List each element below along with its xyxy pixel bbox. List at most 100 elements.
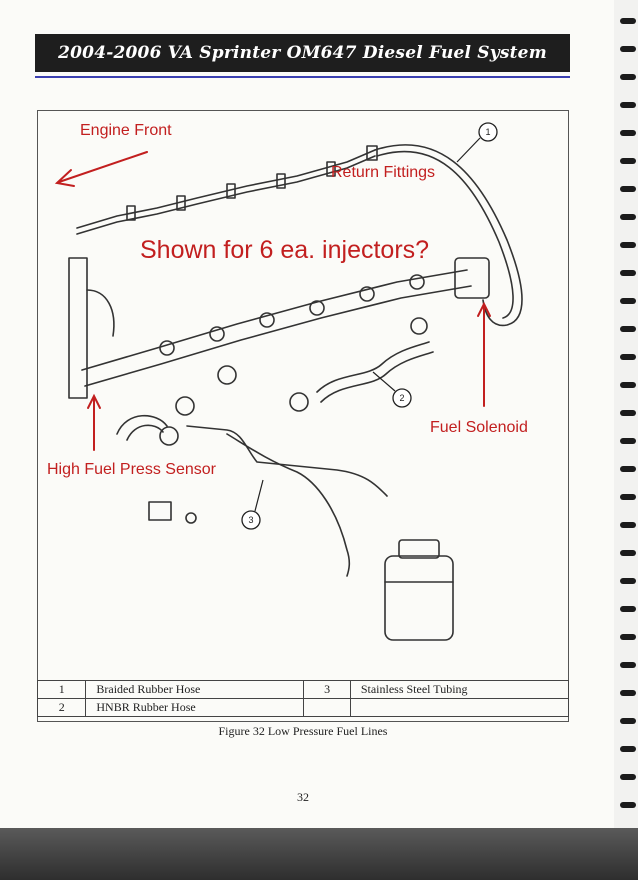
callout-2-label: 2 bbox=[399, 393, 404, 403]
injector-port bbox=[259, 312, 275, 328]
callout-2-leader bbox=[372, 371, 396, 392]
hose-clamp bbox=[175, 396, 195, 416]
sensor-pipe bbox=[86, 289, 115, 337]
hose-clamp bbox=[410, 317, 428, 335]
callout-1-leader bbox=[456, 137, 481, 163]
binding-coil bbox=[620, 466, 636, 472]
legend-number: 3 bbox=[303, 680, 351, 699]
callout-3-circle bbox=[241, 510, 261, 530]
braided-hose-1-edge bbox=[376, 150, 514, 319]
return-fitting bbox=[276, 173, 286, 189]
injector-port bbox=[309, 300, 325, 316]
fuel-solenoid-label: Fuel Solenoid bbox=[430, 419, 528, 436]
binding-coil bbox=[620, 662, 636, 668]
return-fitting bbox=[326, 161, 336, 177]
callout-1-label: 1 bbox=[485, 127, 490, 137]
binding-coil bbox=[620, 74, 636, 80]
binding-coil bbox=[620, 186, 636, 192]
page-header-title: 2004-2006 VA Sprinter OM647 Diesel Fuel … bbox=[35, 34, 570, 72]
solenoid-arrowhead bbox=[477, 301, 491, 317]
binding-coil bbox=[620, 634, 636, 640]
callout-3-label: 3 bbox=[248, 515, 253, 525]
return-fitting bbox=[366, 145, 378, 161]
injector-port bbox=[209, 326, 225, 342]
high-fuel-press-sensor-label: High Fuel Press Sensor bbox=[47, 461, 216, 478]
fuel-rail bbox=[81, 269, 468, 371]
binding-coil bbox=[620, 242, 636, 248]
binding-coil bbox=[620, 746, 636, 752]
hose-clamp bbox=[159, 426, 179, 446]
hnbr-hose-2 bbox=[316, 341, 430, 393]
binding-coil bbox=[620, 690, 636, 696]
callout-3-leader bbox=[254, 479, 264, 512]
binding-coil bbox=[620, 438, 636, 444]
legend-label: HNBR Rubber Hose bbox=[85, 698, 305, 717]
pressure-sensor-body bbox=[68, 257, 88, 399]
callout-2-circle bbox=[392, 388, 412, 408]
binding-coil bbox=[620, 522, 636, 528]
binding-coil bbox=[620, 298, 636, 304]
scanner-background bbox=[0, 828, 638, 880]
binding-coil bbox=[620, 382, 636, 388]
figure-frame bbox=[37, 110, 569, 722]
binding-coil bbox=[620, 102, 636, 108]
binding-coil bbox=[620, 130, 636, 136]
hose-clamp bbox=[289, 392, 309, 412]
engine-front-arrowhead bbox=[54, 169, 75, 187]
stainless-tube-3-branch bbox=[226, 433, 351, 577]
legend-label: Stainless Steel Tubing bbox=[349, 680, 570, 699]
return-line-edge bbox=[76, 155, 376, 235]
hnbr-hose-2-edge bbox=[320, 351, 434, 403]
binding-coil bbox=[620, 410, 636, 416]
return-line bbox=[76, 149, 376, 229]
fuel-rail-edge bbox=[84, 285, 472, 387]
binding-coil bbox=[620, 46, 636, 52]
return-fitting bbox=[176, 195, 186, 211]
fuel-filter bbox=[384, 555, 454, 641]
binding-coil bbox=[620, 270, 636, 276]
return-fitting bbox=[126, 205, 136, 221]
return-fitting bbox=[226, 183, 236, 199]
fuel-solenoid-body bbox=[454, 257, 490, 299]
header-rule bbox=[35, 76, 570, 78]
stainless-tube-3 bbox=[186, 425, 388, 497]
binding-coil bbox=[620, 550, 636, 556]
hose-clamp bbox=[217, 365, 237, 385]
injector-port bbox=[359, 286, 375, 302]
binding-coil bbox=[620, 718, 636, 724]
binding-coil bbox=[620, 326, 636, 332]
short-hose-edge bbox=[126, 424, 164, 441]
binding-coil bbox=[620, 606, 636, 612]
binding-coil bbox=[620, 802, 636, 808]
binding-coil bbox=[620, 354, 636, 360]
return-fittings-label: Return Fittings bbox=[331, 164, 436, 181]
legend-number: 2 bbox=[36, 698, 87, 717]
binding-coil bbox=[620, 494, 636, 500]
legend-label bbox=[349, 698, 570, 717]
legend-number: 1 bbox=[36, 680, 87, 699]
injector-port bbox=[409, 274, 425, 290]
parts-legend-table: 1 Braided Rubber Hose 3 Stainless Steel … bbox=[36, 680, 570, 717]
binding-coil bbox=[620, 18, 636, 24]
callout-1-circle bbox=[478, 122, 498, 142]
injector-port bbox=[159, 340, 175, 356]
shown-for-injectors-label: Shown for 6 ea. injectors? bbox=[140, 236, 430, 264]
legend-number bbox=[303, 698, 351, 717]
fuel-line-diagram: 1 2 3 bbox=[54, 122, 523, 641]
braided-hose-1 bbox=[374, 144, 523, 327]
engine-front-label: Engine Front bbox=[80, 122, 172, 139]
engine-front-arrow bbox=[58, 151, 148, 183]
short-hose bbox=[116, 414, 168, 435]
binding-coil bbox=[620, 214, 636, 220]
legend-row: 2 HNBR Rubber Hose bbox=[36, 698, 570, 717]
bolt bbox=[185, 512, 197, 524]
spiral-binding bbox=[614, 0, 638, 828]
legend-label: Braided Rubber Hose bbox=[85, 680, 305, 699]
legend-row: 1 Braided Rubber Hose 3 Stainless Steel … bbox=[36, 680, 570, 699]
figure-caption: Figure 32 Low Pressure Fuel Lines bbox=[218, 724, 388, 738]
binding-coil bbox=[620, 774, 636, 780]
page-number: 32 bbox=[297, 790, 309, 804]
fuel-filter-cap bbox=[398, 539, 440, 559]
sensor-arrowhead bbox=[87, 393, 101, 409]
binding-coil bbox=[620, 578, 636, 584]
